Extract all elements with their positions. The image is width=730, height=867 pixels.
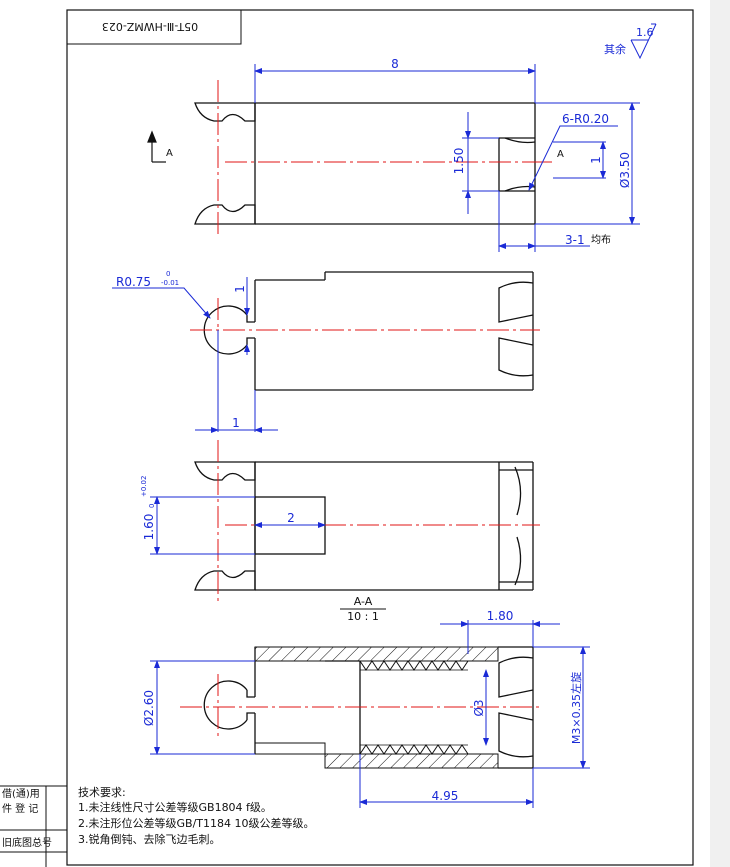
section-scale: 10 : 1: [347, 610, 379, 623]
finish-value: 1.6: [636, 26, 654, 39]
notes-item-1: 1.未注线性尺寸公差等级GB1804 f级。: [78, 800, 272, 814]
dim-dia-3: Ø3: [472, 699, 486, 716]
view-4-centerlines: [180, 674, 540, 737]
view-1-outline: [194, 102, 536, 225]
dim-160-tol-up: +0.02: [140, 476, 148, 497]
dim-495: 4.95: [432, 789, 459, 803]
dim-r075: R0.75: [116, 275, 151, 289]
dim-dia-260: Ø2.60: [142, 690, 156, 726]
view-4-section: [254, 646, 499, 769]
view-3-dimensions: [150, 496, 326, 555]
notes-heading: 技术要求:: [78, 786, 126, 799]
view-1-dimensions: [254, 64, 640, 252]
section-arrow-a: [147, 130, 166, 163]
side-label-register: 件 登 记: [2, 802, 38, 815]
dim-thread: M3×0.35左旋: [569, 672, 583, 744]
view-2-dimensions: [112, 277, 278, 433]
dim-2: 2: [287, 511, 295, 525]
dim-radius-6: 6-R0.20: [562, 112, 609, 126]
dim-r075-tol-up: 0: [166, 270, 170, 278]
dim-a-small-1: 1: [589, 156, 603, 164]
section-mark-label: A: [166, 148, 173, 159]
side-label-box: [0, 785, 67, 867]
view-4-outline: [203, 646, 534, 769]
side-label-old-drawing: 旧底图总号: [2, 836, 52, 849]
dim-160-tol-dn: 0: [148, 504, 156, 508]
view-3-outline: [194, 461, 534, 591]
dim-180: 1.80: [487, 609, 514, 623]
notes-item-2: 2.未注形位公差等级GB/T1184 10级公差等级。: [78, 816, 314, 830]
dim-h1: 1: [232, 416, 240, 430]
drawing-code: 05T-Ⅲ-HWMZ-023: [102, 20, 198, 33]
dim-160: 1.60: [142, 514, 156, 541]
dim-slot-150: 1.50: [452, 148, 466, 175]
dim-dia-outer: Ø3.50: [618, 152, 632, 188]
view-2-outline: [203, 271, 534, 391]
detail-mark-label: A: [557, 149, 564, 160]
side-label-borrowed: 借(通)用: [2, 788, 40, 800]
drawing-frame: [66, 9, 694, 866]
section-title: A-A: [354, 595, 373, 608]
view-4-dimensions: [150, 620, 590, 808]
dim-v1: 1: [233, 285, 247, 293]
dim-r075-tol-dn: -0.01: [161, 279, 179, 287]
view-3-centerlines: [217, 440, 540, 602]
dim-length-8: 8: [391, 57, 399, 71]
view-1-centerlines: [217, 80, 535, 236]
finish-label: 其余: [604, 42, 626, 56]
dim-pitch-31: 3-1: [565, 233, 585, 247]
surface-finish-symbol: [630, 23, 657, 60]
window-scrollbar-strip: [710, 0, 730, 867]
dim-uniform-label: 均布: [591, 234, 611, 246]
notes-item-3: 3.锐角倒钝、去除飞边毛刺。: [78, 832, 221, 846]
